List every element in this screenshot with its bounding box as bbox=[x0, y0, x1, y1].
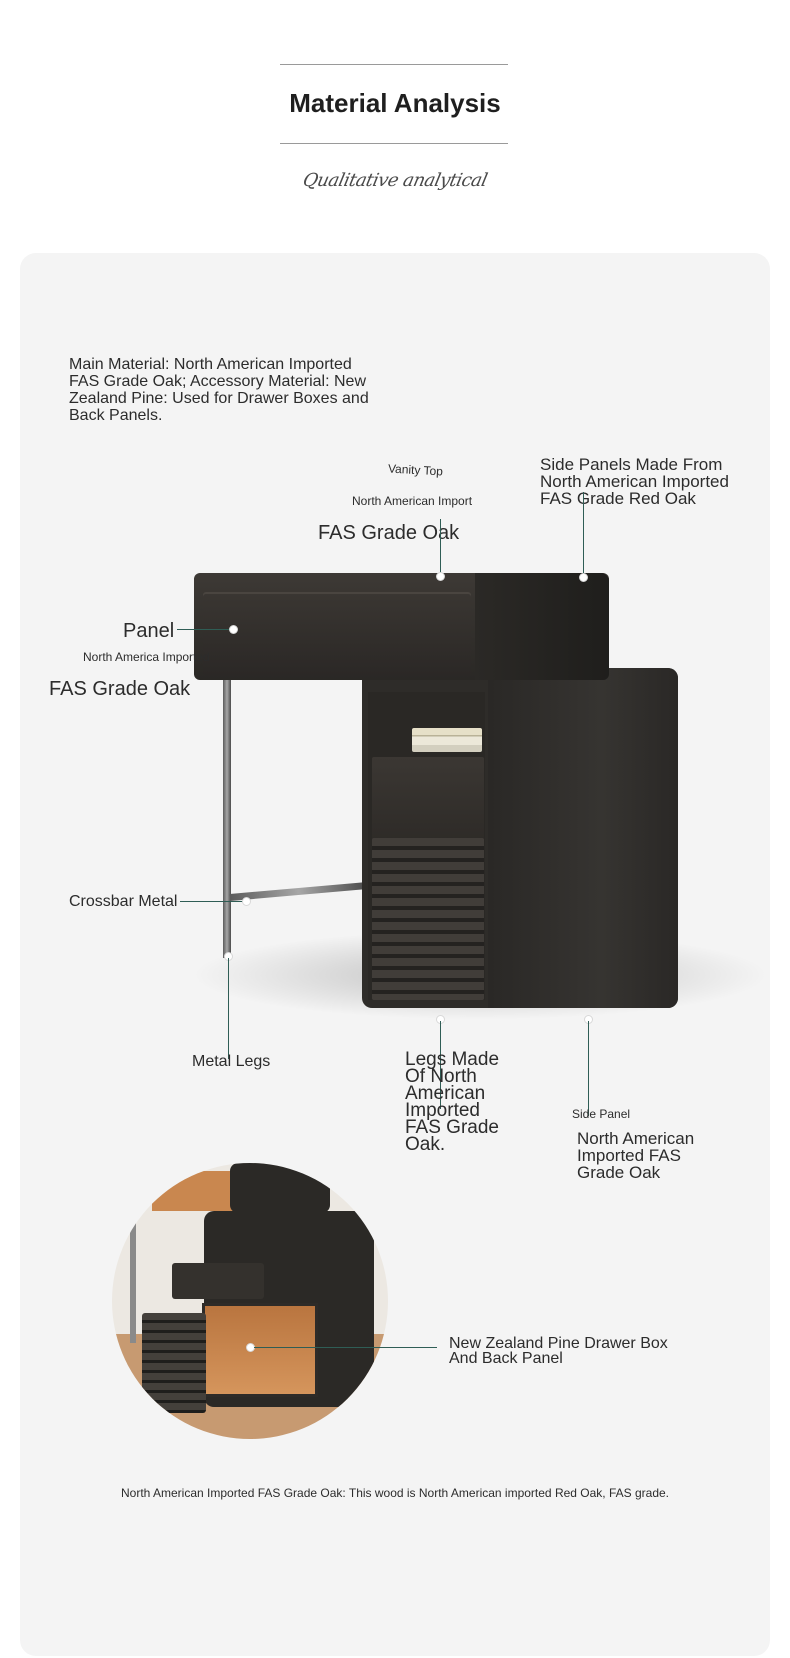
script-subtitle: Qualitative analytical bbox=[300, 170, 490, 191]
inset-open-drawer-box bbox=[202, 1303, 318, 1397]
cabinet-side-panel bbox=[488, 668, 678, 1008]
vanity-top-subheading: North American Import bbox=[352, 494, 473, 508]
inset-vanity-top bbox=[230, 1163, 330, 1213]
side-panels-leader bbox=[583, 492, 584, 576]
crossbar-label: Crossbar Metal bbox=[69, 893, 178, 910]
slatted-door bbox=[372, 838, 484, 1000]
inset-leg bbox=[130, 1183, 136, 1343]
vanity-top-marker bbox=[436, 572, 445, 581]
inset-slatted-door bbox=[142, 1313, 206, 1413]
legs-leader bbox=[440, 1021, 441, 1109]
panel-marker bbox=[229, 625, 238, 634]
legs-label: Legs Made Of North American Imported FAS… bbox=[405, 1049, 500, 1155]
side-panels-label: Side Panels Made From North American Imp… bbox=[540, 455, 729, 508]
panel-leader bbox=[177, 629, 232, 630]
footnote: North American Imported FAS Grade Oak: T… bbox=[120, 1486, 669, 1500]
books bbox=[412, 728, 482, 752]
vanity-top-leader bbox=[440, 519, 441, 576]
side-panels-marker bbox=[579, 573, 588, 582]
metal-legs-label: Metal Legs bbox=[192, 1053, 271, 1070]
page-title: Material Analysis bbox=[289, 88, 501, 118]
inset-drawer bbox=[172, 1263, 264, 1299]
cabinet-drawer bbox=[372, 757, 484, 847]
intro-text: Main Material: North American Imported F… bbox=[69, 356, 369, 424]
crossbar-marker bbox=[242, 897, 251, 906]
vanity-top-side bbox=[475, 573, 609, 680]
header-top-rule bbox=[280, 64, 508, 65]
header-bottom-rule bbox=[280, 143, 508, 144]
panel-heading: Panel bbox=[123, 620, 175, 642]
metal-legs-leader bbox=[228, 958, 229, 1059]
metal-leg bbox=[223, 660, 231, 958]
panel-subheading: North America Imported bbox=[83, 650, 210, 664]
vanity-top-heading: Vanity Top bbox=[387, 461, 444, 479]
side-panel-heading: Side Panel bbox=[572, 1107, 631, 1121]
panel-material: FAS Grade Oak bbox=[49, 678, 191, 700]
side-panel-leader bbox=[588, 1021, 589, 1116]
drawer-box-leader bbox=[254, 1347, 437, 1348]
crossbar-leader bbox=[180, 901, 244, 902]
vanity-top-material: FAS Grade Oak bbox=[318, 522, 460, 544]
drawer-box-label: New Zealand Pine Drawer Box And Back Pan… bbox=[449, 1335, 668, 1367]
inset-open-top-drawer bbox=[152, 1171, 240, 1211]
drawer-detail-photo bbox=[112, 1163, 388, 1439]
side-panel-material: North American Imported FAS Grade Oak bbox=[577, 1129, 695, 1182]
vanity-drawer-panel bbox=[203, 592, 471, 676]
